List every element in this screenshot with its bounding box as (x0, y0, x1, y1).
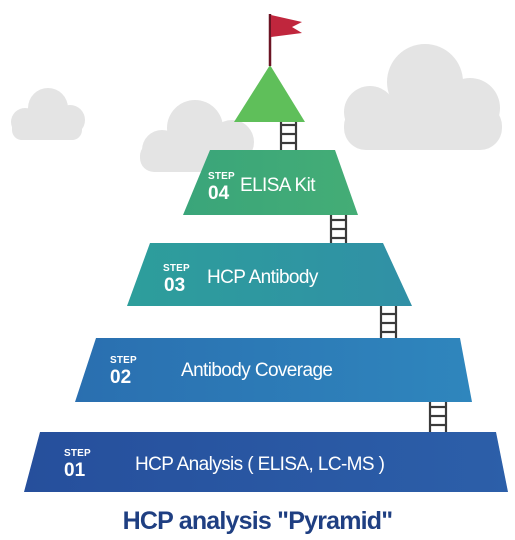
step-01-word: STEP (64, 448, 91, 459)
ladder-icon (428, 399, 448, 432)
diagram-caption: HCP analysis "Pyramid" (122, 507, 393, 535)
step-04-label: ELISA Kit (240, 175, 315, 196)
step-02-label: Antibody Coverage (181, 360, 333, 381)
step-02-word: STEP (110, 355, 137, 366)
step-03-word: STEP (163, 263, 190, 274)
pyramid-tier-step-01 (24, 432, 508, 492)
pyramid-tier-step-02 (75, 338, 472, 402)
step-03-number: 03 (164, 275, 186, 296)
step-01-number: 01 (64, 460, 86, 481)
ladder-icon (379, 306, 398, 338)
cloud-icon (344, 44, 502, 150)
flag-icon (268, 14, 302, 66)
step-01-label: HCP Analysis ( ELISA, LC-MS ) (135, 454, 385, 475)
ladder-icon (279, 118, 298, 153)
pyramid-tier-step-04 (183, 150, 358, 215)
ladder-icon (329, 212, 348, 244)
step-04-word: STEP (208, 171, 235, 182)
cloud-icon (11, 88, 85, 140)
step-04-number: 04 (208, 183, 230, 204)
step-03-label: HCP Antibody (207, 267, 318, 288)
pyramid-tier-step-03 (127, 243, 412, 306)
pyramid-summit (234, 65, 305, 122)
step-02-number: 02 (110, 367, 132, 388)
